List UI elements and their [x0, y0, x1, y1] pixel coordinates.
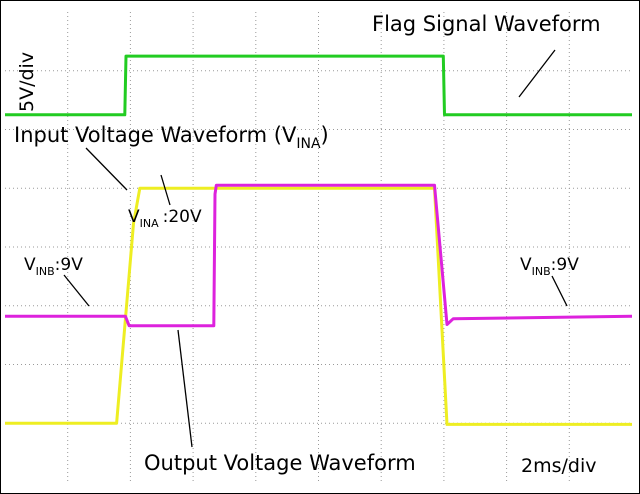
trace-output-voltage-waveform	[5, 183, 633, 328]
trace-flag-signal-waveform	[5, 54, 632, 117]
leader-lines	[63, 49, 568, 448]
output-voltage-label: Output Voltage Waveform	[144, 451, 416, 475]
flag-leader-line	[518, 49, 556, 98]
vina-leader-line	[160, 174, 171, 206]
vina-label: VINA:20V	[128, 207, 202, 230]
trace-input-voltage-waveform-vina	[5, 186, 632, 426]
vinb-right-label: VINB:9V	[520, 255, 579, 278]
input-voltage-label: Input Voltage Waveform (VINA)	[14, 123, 329, 152]
vinb-left-label: VINB:9V	[24, 255, 83, 278]
vertical-scale-label: 5V/div	[16, 52, 38, 112]
output-leader-line	[177, 329, 193, 448]
waveform-traces	[5, 54, 633, 426]
input-leader-line	[85, 147, 128, 191]
horizontal-scale-label: 2ms/div	[521, 455, 596, 477]
vinb-left-leader-line	[63, 274, 90, 307]
flag-signal-label: Flag Signal Waveform	[372, 12, 601, 36]
vinb-right-leader-line	[551, 275, 568, 307]
